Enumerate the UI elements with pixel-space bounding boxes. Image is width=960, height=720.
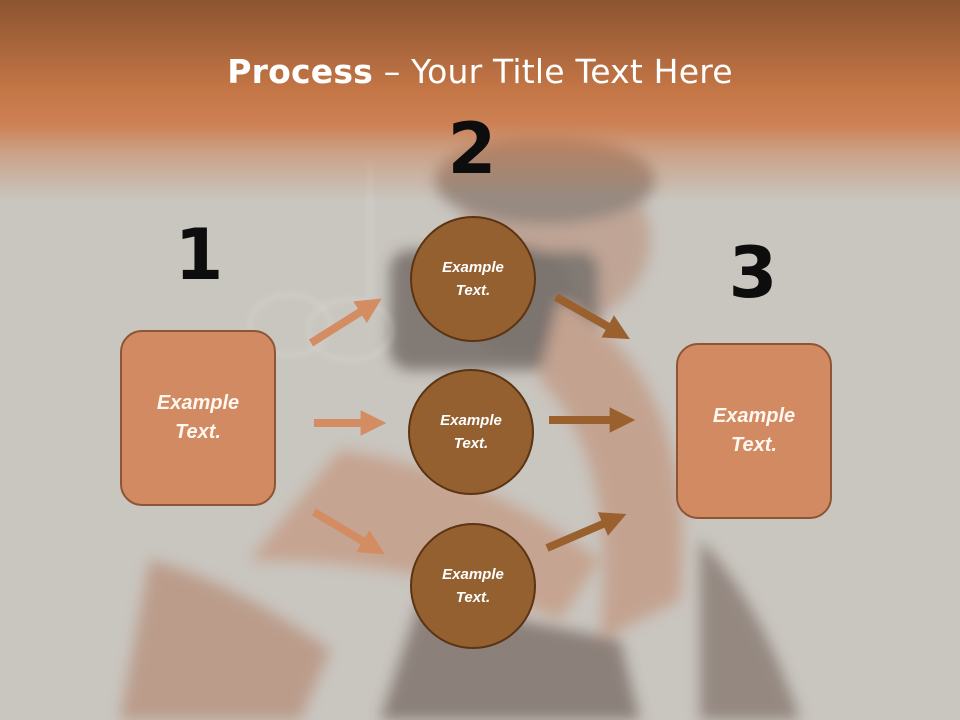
title-rest: – Your Title Text Here bbox=[373, 52, 733, 91]
title-strong: Process bbox=[227, 52, 374, 91]
circle-top-line1: Example bbox=[442, 258, 504, 276]
step-number-1: 1 bbox=[174, 214, 224, 296]
step-number-3: 3 bbox=[728, 232, 778, 314]
step-number-2: 2 bbox=[447, 108, 497, 190]
title-band bbox=[0, 0, 960, 200]
arrow-bottom-to-right bbox=[545, 512, 627, 552]
circle-bottom-line1: Example bbox=[442, 565, 504, 583]
output-box: Example Text. bbox=[676, 343, 832, 519]
circle-bottom-line2: Text. bbox=[455, 589, 491, 606]
circle-middle-line2: Text. bbox=[453, 435, 489, 452]
circle-top-line2: Text. bbox=[455, 282, 491, 299]
arrow-left-to-bottom bbox=[311, 508, 385, 555]
arrow-left-to-top bbox=[308, 298, 382, 347]
slide-title: Process – Your Title Text Here bbox=[0, 52, 960, 91]
arrow-top-to-right bbox=[554, 293, 630, 340]
output-box-line2: Text. bbox=[731, 434, 777, 456]
process-circle-middle: Example Text. bbox=[408, 369, 534, 495]
input-box-line1: Example bbox=[156, 392, 240, 414]
circle-middle-line1: Example bbox=[440, 411, 502, 429]
process-circle-bottom: Example Text. bbox=[410, 523, 536, 649]
input-box-line2: Text. bbox=[175, 421, 221, 443]
process-circle-top: Example Text. bbox=[410, 216, 536, 342]
output-box-line1: Example bbox=[712, 405, 796, 427]
input-box: Example Text. bbox=[120, 330, 276, 506]
